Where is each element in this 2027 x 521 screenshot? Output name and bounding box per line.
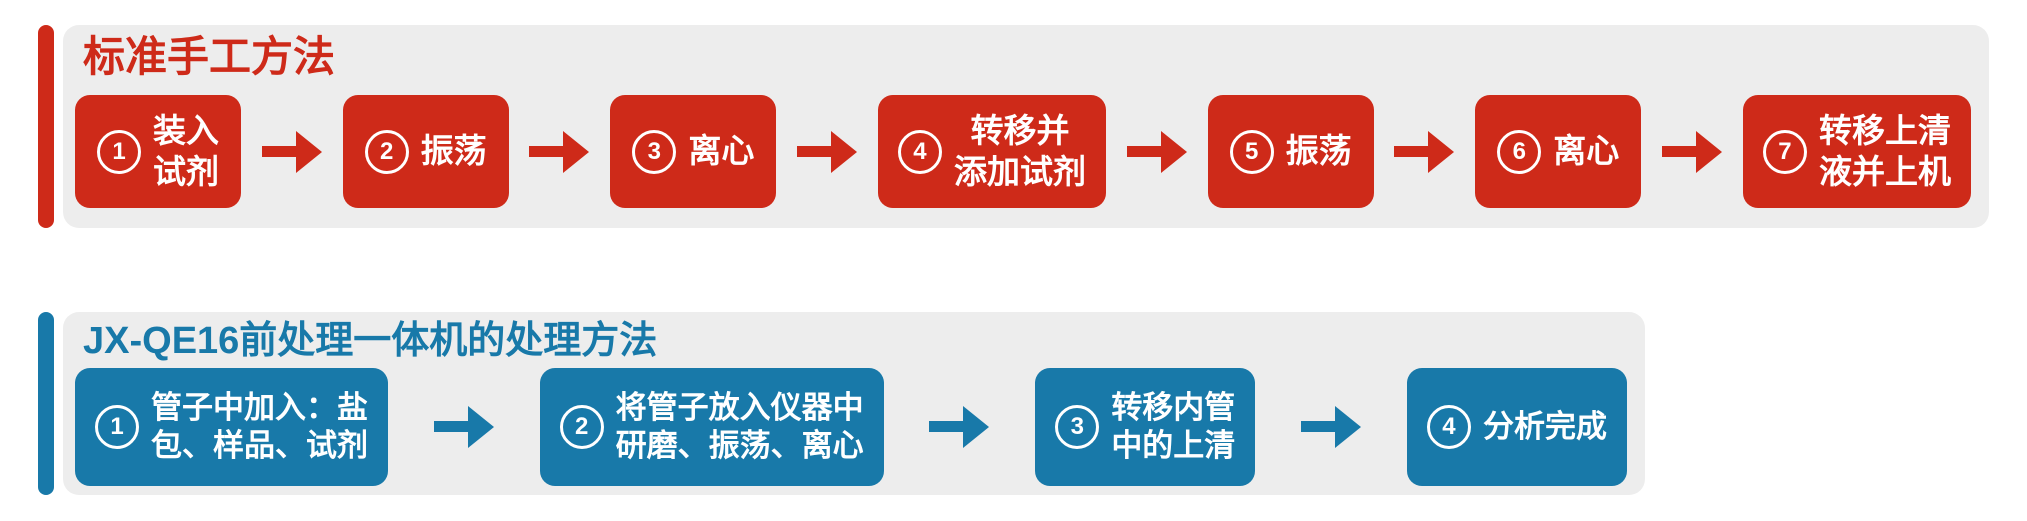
right-arrow-icon	[433, 405, 494, 448]
right-arrow-head	[963, 405, 990, 448]
accent-bar	[38, 312, 54, 495]
step-label: 将管子放入仪器中 研磨、振荡、离心	[615, 390, 864, 463]
section-title: JX-QE16前处理一体机的处理方法	[83, 320, 658, 362]
right-arrow-icon	[929, 405, 990, 448]
step-label: 振荡	[420, 132, 487, 170]
step-number: 1	[112, 137, 126, 165]
right-arrow-icon	[1301, 405, 1362, 448]
right-arrow-head	[1335, 405, 1362, 448]
step-number: 3	[1070, 412, 1084, 440]
step-number-badge: 4	[1426, 404, 1471, 449]
step-label: 离心	[688, 132, 755, 170]
right-arrow-icon	[261, 130, 322, 173]
step-number-badge: 3	[1055, 404, 1100, 449]
step-box-standard-manual-method-5: 5 振荡	[1207, 95, 1374, 209]
right-arrow-icon	[1126, 130, 1187, 173]
step-number: 2	[379, 137, 394, 165]
step-label: 离心	[1553, 132, 1620, 170]
panel: JX-QE16前处理一体机的处理方法 1 管子中加入：盐 包、样品、试剂 2 将管子放…	[63, 312, 1645, 495]
step-number: 3	[647, 137, 661, 165]
step-number-badge: 2	[559, 404, 604, 449]
right-arrow-icon	[1662, 130, 1723, 173]
step-number: 5	[1244, 137, 1259, 165]
section-jx-qe16-method: JX-QE16前处理一体机的处理方法 1 管子中加入：盐 包、样品、试剂 2 将管子放…	[38, 312, 1645, 495]
right-arrow-stem	[797, 146, 832, 158]
right-arrow-stem	[1394, 146, 1429, 158]
step-label: 转移并 添加试剂	[953, 112, 1086, 190]
step-number-badge: 2	[364, 129, 409, 174]
right-arrow-stem	[261, 146, 296, 158]
section-title: 标准手工方法	[83, 33, 336, 80]
right-arrow-head	[1160, 130, 1187, 173]
step-box-standard-manual-method-6: 6 离心	[1475, 95, 1642, 209]
step-label: 装入 试剂	[153, 112, 219, 190]
step-box-jx-qe16-method-4: 4 分析完成	[1406, 367, 1627, 486]
steps-row: 1 管子中加入：盐 包、样品、试剂 2 将管子放入仪器中 研磨、振荡、离心 3 转移内管 …	[75, 367, 1631, 488]
steps-row: 1 装入 试剂 2 振荡 3 离心 4 转移并 添加试剂 5 振荡 6 离心 7 转移上清 液并上机	[75, 85, 1975, 220]
step-box-jx-qe16-method-3: 3 转移内管 中的上清	[1035, 367, 1256, 486]
step-number: 1	[110, 412, 124, 440]
step-label: 管子中加入：盐 包、样品、试剂	[151, 390, 368, 463]
step-label: 振荡	[1285, 132, 1352, 170]
right-arrow-icon	[797, 130, 858, 173]
step-box-standard-manual-method-7: 7 转移上清 液并上机	[1742, 95, 1971, 209]
section-standard-manual-method: 标准手工方法 1 装入 试剂 2 振荡 3 离心 4 转移并 添加试剂 5 振荡 6 离心 7 转移上清 …	[38, 25, 1989, 228]
right-arrow-icon	[1394, 130, 1455, 173]
step-number-badge: 7	[1762, 129, 1807, 174]
step-number-badge: 5	[1229, 129, 1274, 174]
right-arrow-head	[295, 130, 322, 173]
step-box-standard-manual-method-1: 1 装入 试剂	[75, 95, 241, 209]
accent-bar	[38, 25, 54, 228]
step-box-standard-manual-method-4: 4 转移并 添加试剂	[877, 95, 1106, 209]
step-label: 转移上清 液并上机	[1818, 112, 1951, 190]
step-number-badge: 3	[632, 129, 677, 174]
right-arrow-icon	[529, 130, 590, 173]
right-arrow-head	[831, 130, 858, 173]
step-number-badge: 1	[95, 404, 139, 449]
step-number: 6	[1512, 137, 1526, 165]
step-number: 2	[574, 412, 589, 440]
step-number: 4	[1442, 412, 1456, 440]
right-arrow-stem	[1126, 146, 1161, 158]
right-arrow-head	[467, 405, 494, 448]
step-box-jx-qe16-method-1: 1 管子中加入：盐 包、样品、试剂	[75, 367, 388, 486]
step-label: 转移内管 中的上清	[1111, 390, 1236, 463]
step-box-standard-manual-method-2: 2 振荡	[342, 95, 509, 209]
right-arrow-head	[1428, 130, 1455, 173]
panel: 标准手工方法 1 装入 试剂 2 振荡 3 离心 4 转移并 添加试剂 5 振荡 6 离心 7 转移上清 …	[63, 25, 1989, 228]
right-arrow-stem	[529, 146, 564, 158]
right-arrow-head	[1696, 130, 1723, 173]
step-box-jx-qe16-method-2: 2 将管子放入仪器中 研磨、振荡、离心	[539, 367, 884, 486]
step-number: 4	[913, 137, 927, 165]
step-number-badge: 1	[97, 129, 141, 174]
right-arrow-stem	[929, 421, 964, 433]
step-label: 分析完成	[1482, 408, 1607, 444]
right-arrow-stem	[1662, 146, 1697, 158]
right-arrow-stem	[1301, 421, 1336, 433]
step-number-badge: 6	[1497, 129, 1542, 174]
step-number-badge: 4	[897, 129, 942, 174]
right-arrow-stem	[433, 421, 468, 433]
right-arrow-head	[563, 130, 590, 173]
step-box-standard-manual-method-3: 3 离心	[610, 95, 777, 209]
step-number: 7	[1778, 137, 1792, 165]
